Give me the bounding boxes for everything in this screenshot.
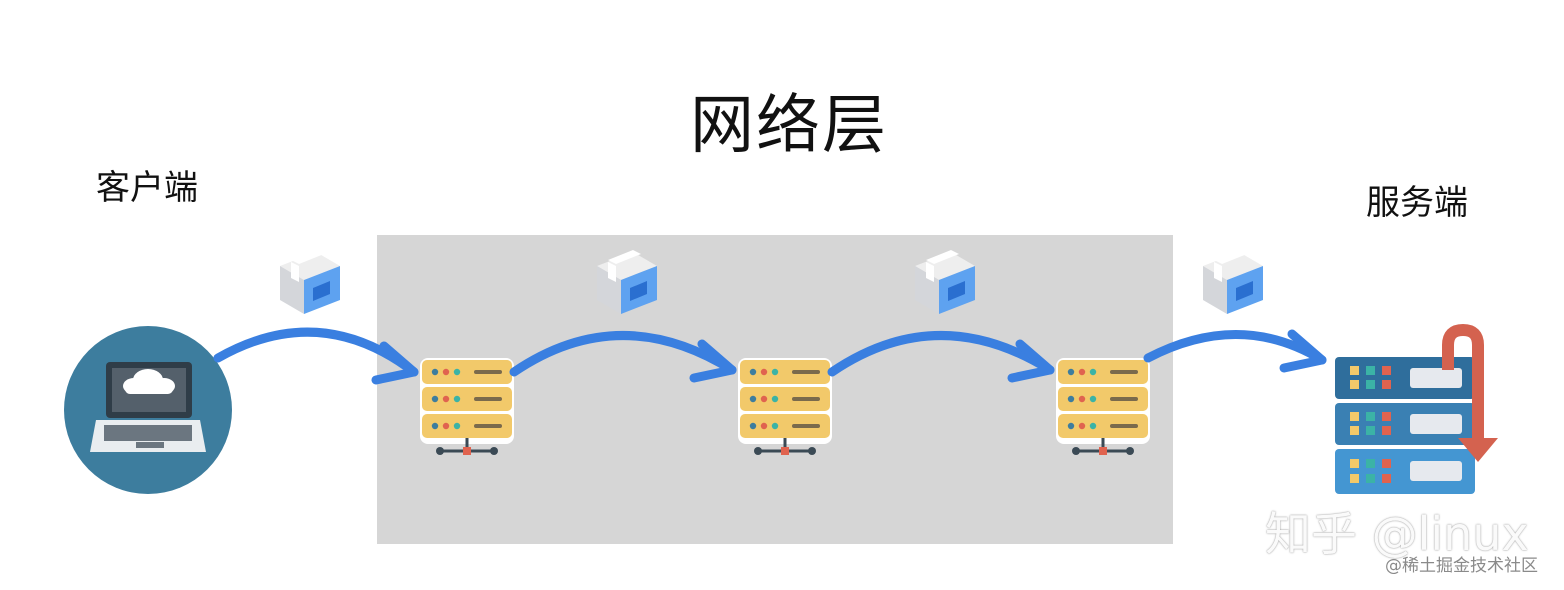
server-rack-icon bbox=[1335, 323, 1498, 494]
watermark-juejin: @稀土掘金技术社区 bbox=[1385, 556, 1538, 576]
server-label: 服务端 bbox=[1366, 183, 1468, 223]
client-label: 客户端 bbox=[96, 168, 198, 208]
router-icon bbox=[1054, 356, 1152, 457]
packet-icon bbox=[1203, 250, 1263, 314]
client-laptop-icon bbox=[64, 326, 232, 494]
router-icon bbox=[418, 356, 516, 457]
router-icon bbox=[736, 356, 834, 457]
packet-icon bbox=[280, 250, 340, 314]
packet-path-arrows bbox=[213, 327, 1327, 380]
watermark-zhihu: 知乎 @linux bbox=[1265, 507, 1529, 561]
diagram-title: 网络层 bbox=[690, 89, 888, 163]
